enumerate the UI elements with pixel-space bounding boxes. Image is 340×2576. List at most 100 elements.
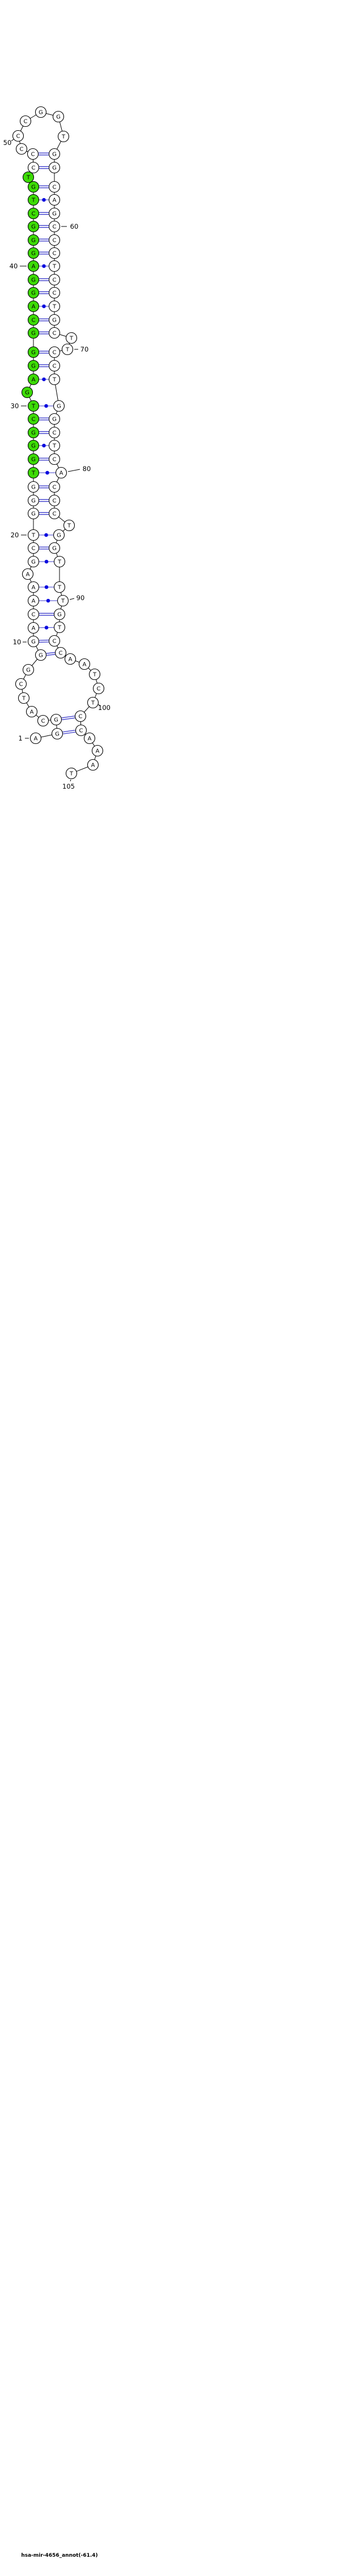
noncanonical-pair-dot — [44, 585, 49, 589]
nucleotide-circle — [27, 247, 40, 259]
nucleotide-letter: C — [32, 318, 36, 324]
nucleotide-letter: G — [31, 485, 36, 491]
figure-caption: hsa-mir-4656_annot(-61.4) — [21, 2553, 98, 2558]
nucleotide-circle — [52, 110, 65, 123]
nucleotide-circle — [48, 453, 61, 465]
nucleotide-circle — [48, 260, 61, 272]
nucleotide-letter: C — [20, 147, 24, 153]
nucleotide-letter: C — [53, 251, 57, 257]
nucleotide-letter: G — [52, 211, 57, 217]
noncanonical-pair-dot — [42, 443, 46, 448]
nucleotide-letter: A — [32, 304, 36, 310]
nucleotide-letter: A — [96, 748, 100, 755]
position-label: 40 — [10, 262, 18, 270]
nucleotide-circle — [27, 439, 40, 452]
nucleotide-circle — [29, 732, 42, 744]
nucleotide-circle — [48, 220, 61, 233]
nucleotide-letter: G — [52, 318, 57, 324]
position-label: 80 — [83, 465, 91, 473]
nucleotide-circle — [27, 594, 40, 607]
nucleotide-letter: T — [69, 771, 74, 777]
position-label: 20 — [11, 531, 19, 539]
nucleotide-circle — [48, 507, 61, 520]
nucleotide-circle — [48, 234, 61, 246]
nucleotide-circle — [54, 647, 67, 659]
nucleotide-letter: C — [32, 211, 36, 217]
nucleotide-circle — [48, 161, 61, 174]
pair-bond-line — [62, 717, 75, 720]
nucleotide-circle — [57, 130, 70, 143]
nucleotide-circle — [27, 622, 40, 634]
position-label: 60 — [70, 222, 79, 230]
nucleotide-letter: G — [57, 404, 61, 410]
nucleotide-letter: C — [53, 457, 57, 463]
position-label: 50 — [3, 139, 12, 147]
nucleotide-circle — [48, 247, 61, 259]
nucleotide-circle — [48, 314, 61, 326]
nucleotide-letter: G — [57, 533, 61, 539]
nucleotide-circle — [27, 181, 40, 193]
nucleotide-letter: A — [32, 585, 36, 591]
nucleotide-letter: C — [53, 485, 57, 491]
nucleotide-letter: T — [22, 696, 26, 702]
nucleotide-letter: T — [26, 175, 31, 181]
nucleotide-circle — [35, 106, 47, 118]
nucleotide-circle — [48, 207, 61, 220]
nucleotide-letter: G — [54, 717, 58, 724]
nucleotide-circle — [87, 759, 99, 771]
position-label: 30 — [11, 402, 19, 410]
nucleotide-letter: C — [59, 651, 63, 657]
nucleotide-circle — [27, 373, 40, 386]
nucleotide-letter: C — [31, 152, 35, 158]
nucleotide-letter: T — [52, 304, 57, 310]
nucleotide-letter: T — [31, 198, 36, 204]
nucleotide-circle — [48, 327, 61, 339]
nucleotide-letter: A — [32, 264, 36, 270]
nucleotide-letter: G — [31, 363, 36, 370]
nucleotide-circle — [48, 194, 61, 206]
nucleotide-circle — [21, 386, 33, 399]
nucleotide-letter: T — [31, 470, 36, 477]
nucleotide-letter: G — [31, 511, 36, 517]
nucleotide-circle — [27, 426, 40, 439]
nucleotide-letter: G — [52, 152, 57, 158]
nucleotide-letter: C — [19, 682, 23, 688]
nucleotide-circle — [88, 668, 101, 681]
nucleotide-circle — [37, 714, 49, 727]
nucleotide-letter: G — [39, 653, 43, 659]
nucleotide-letter: C — [32, 546, 36, 552]
noncanonical-pair-dot — [42, 198, 46, 202]
nucleotide-letter: C — [53, 350, 57, 356]
nucleotide-circle — [48, 300, 61, 313]
nucleotide-letter: T — [52, 264, 57, 270]
nucleotide-circle — [26, 705, 38, 718]
nucleotide-circle — [27, 400, 40, 412]
nucleotide-letter: C — [32, 417, 36, 423]
nucleotide-circle — [19, 115, 32, 127]
nucleotide-letter: T — [91, 700, 95, 707]
nucleotide-letter: C — [32, 612, 36, 618]
nucleotide-circle — [53, 581, 66, 593]
position-label: 10 — [13, 638, 22, 646]
nucleotide-circle — [27, 286, 40, 299]
position-label-dash — [70, 779, 71, 782]
nucleotide-letter: A — [26, 572, 30, 578]
nucleotide-letter: G — [31, 251, 36, 257]
nucleotide-circle — [27, 327, 40, 339]
nucleotide-letter: A — [32, 626, 36, 632]
nucleotide-circle — [48, 286, 61, 299]
nucleotide-circle — [22, 171, 35, 183]
nucleotide-circle — [64, 653, 76, 665]
nucleotide-circle — [27, 481, 40, 493]
nucleotide-circle — [48, 542, 61, 554]
nucleotide-circle — [75, 724, 87, 737]
nucleotide-letter: C — [53, 238, 57, 244]
nucleotide-letter: C — [97, 686, 101, 692]
nucleotide-letter: G — [31, 443, 36, 450]
nucleotide-circle — [12, 130, 24, 142]
nucleotide-circle — [48, 346, 61, 358]
nucleotide-circle — [48, 181, 61, 193]
nucleotide-letter: C — [41, 718, 45, 725]
nucleotide-circle — [27, 220, 40, 233]
nucleotide-letter: C — [16, 134, 20, 140]
